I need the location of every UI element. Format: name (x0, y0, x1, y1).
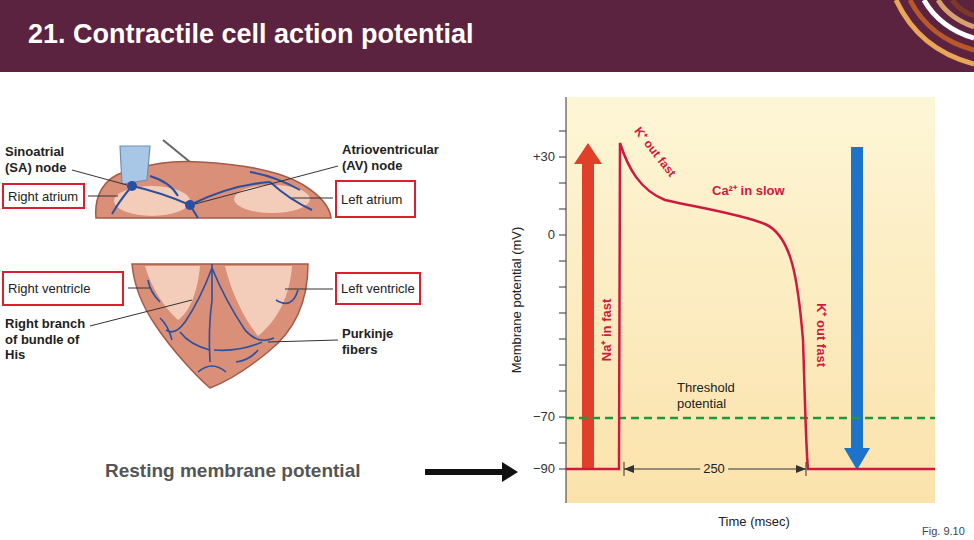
chamber-label: Left atrium (341, 192, 402, 207)
chamber-box: Right ventricle (2, 271, 124, 306)
ion-flow-label: Na⁺ in fast (599, 299, 615, 362)
pointer-arrow (425, 462, 518, 482)
callout-text: Resting membrane potential (105, 460, 361, 483)
threshold-label: Threshold potential (677, 380, 777, 411)
action-potential-graph (559, 97, 935, 503)
figure-ref: Fig. 9.10 (922, 525, 965, 538)
structure-label: Sinoatrial (SA) node (5, 144, 85, 175)
axis-tick-label: −90 (533, 461, 555, 477)
structure-label: Purkinje fibers (342, 326, 422, 357)
structure-label: Right branch of bundle of His (5, 316, 87, 363)
ion-flow-label: Ca²⁺ in slow (712, 183, 785, 199)
chamber-label: Right atrium (8, 189, 78, 204)
axis-title: Membrane potential (mV) (509, 227, 525, 374)
chamber-box: Left atrium (335, 180, 416, 218)
chamber-label: Left ventricle (341, 281, 415, 296)
title-bar (0, 0, 974, 72)
structure-label: Atrioventricular (AV) node (342, 142, 462, 173)
chamber-box: Right atrium (2, 183, 85, 209)
ion-flow-label: K⁺ out fast (813, 303, 829, 367)
leader-lines (72, 166, 338, 342)
axis-tick-label: −70 (533, 409, 555, 425)
slide-title: 21. Contractile cell action potential (28, 18, 474, 50)
decor-stripes (896, 0, 974, 64)
axis-tick-label: 0 (548, 227, 555, 243)
chamber-box: Left ventricle (335, 272, 421, 305)
chamber-label: Right ventricle (8, 281, 90, 296)
axis-title: Time (msec) (718, 514, 790, 530)
axis-tick-label: +30 (533, 149, 555, 165)
duration-label: 250 (700, 461, 728, 477)
